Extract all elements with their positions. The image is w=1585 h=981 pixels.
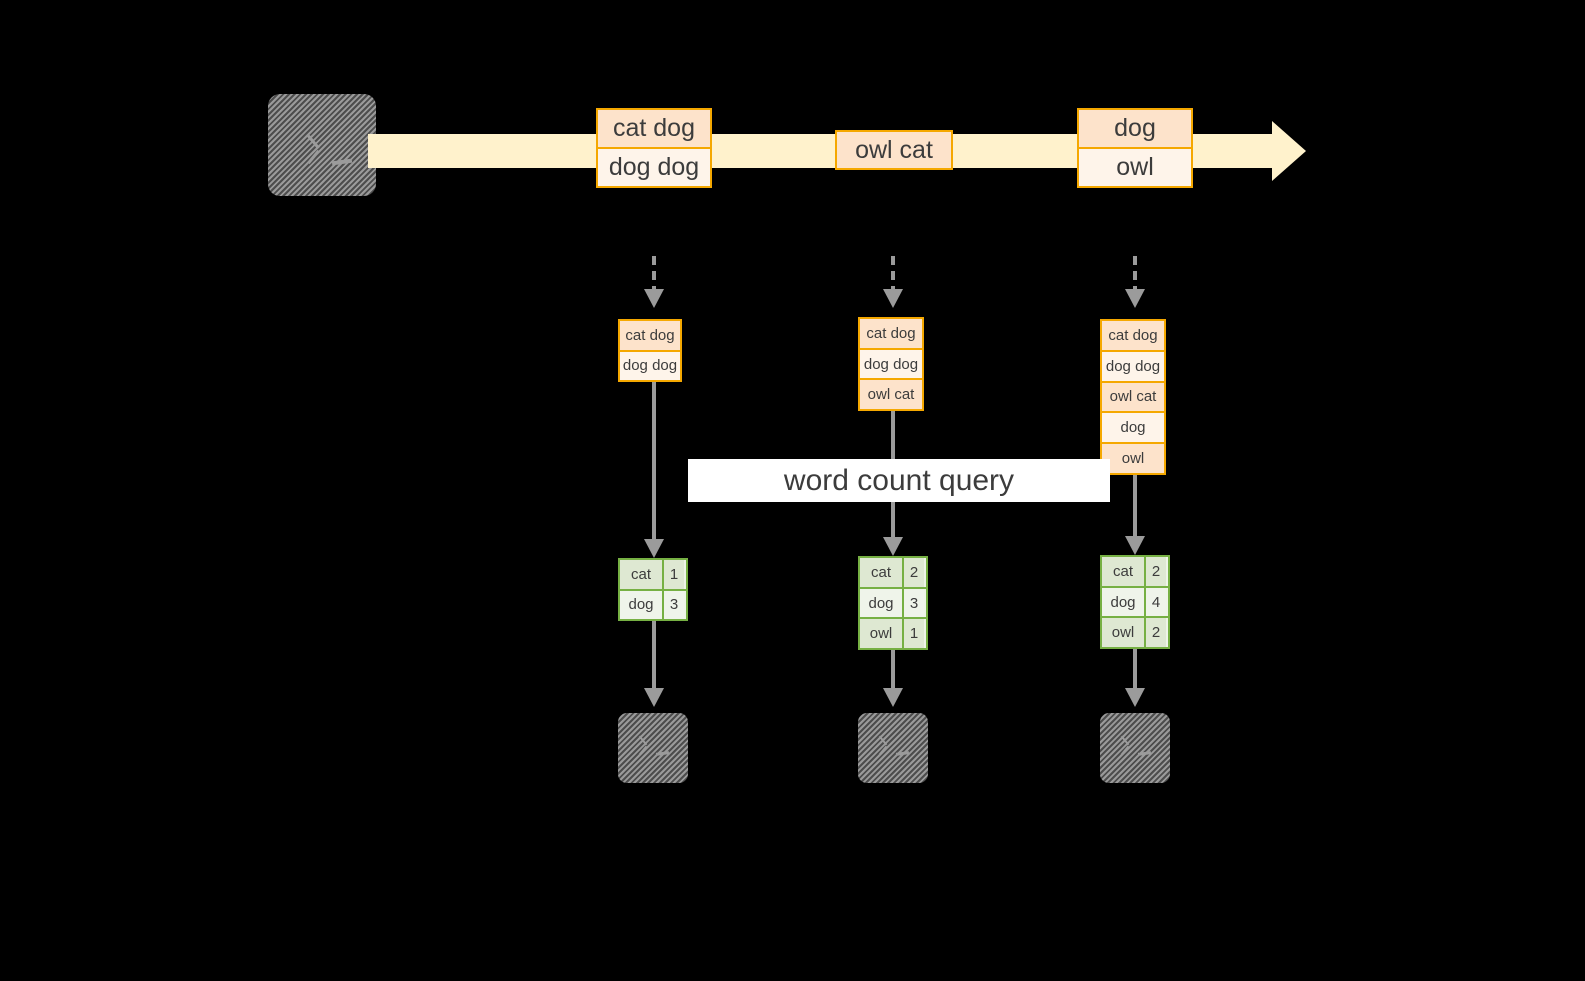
snapshot-1-result-table: cat 1 dog 3: [618, 558, 688, 621]
table-row: cat 1: [620, 560, 686, 589]
snapshot-3-sink-line: [1133, 649, 1137, 691]
snapshot-1-tap-arrowhead: [644, 289, 664, 308]
stream-batch-1-line-1: cat dog: [598, 110, 710, 147]
snapshot-2-input: cat dog dog dog owl cat: [858, 317, 924, 411]
stream-batch-1: cat dog dog dog: [596, 108, 712, 188]
snapshot-3-query-arrowhead: [1125, 536, 1145, 555]
table-row: owl 1: [860, 617, 926, 649]
snapshot-2-sink-arrowhead: [883, 688, 903, 707]
table-row: dog 3: [620, 588, 686, 619]
snapshot-2-result-table: cat 2 dog 3 owl 1: [858, 556, 928, 650]
stream-batch-1-line-2: dog dog: [598, 147, 710, 186]
snapshot-2-result-count-2: 3: [902, 588, 924, 618]
snapshot-2-result-word-1: cat: [860, 558, 902, 587]
snapshot-2-sink-terminal-icon: [858, 713, 928, 783]
snapshot-3-result-count-3: 2: [1144, 618, 1166, 648]
snapshot-3-result-count-1: 2: [1144, 557, 1166, 586]
snapshot-1-tap-line: [652, 256, 656, 290]
snapshot-1-sink-arrowhead: [644, 688, 664, 707]
snapshot-3-input-line-4: dog: [1102, 411, 1164, 443]
snapshot-2-result-word-3: owl: [860, 619, 902, 649]
snapshot-2-sink-line: [891, 650, 895, 691]
stream-batch-3-line-1: dog: [1079, 110, 1191, 147]
table-row: cat 2: [1102, 557, 1168, 586]
snapshot-3-tap-line: [1133, 256, 1137, 290]
table-row: dog 4: [1102, 585, 1168, 617]
snapshot-3-tap-arrowhead: [1125, 289, 1145, 308]
snapshot-3-result-word-1: cat: [1102, 557, 1144, 586]
snapshot-1-sink-terminal-icon: [618, 713, 688, 783]
query-label: word count query: [688, 459, 1110, 502]
snapshot-3-result-word-3: owl: [1102, 618, 1144, 648]
terminal-prompt-glyph: [865, 720, 921, 776]
snapshot-3-sink-terminal-icon: [1100, 713, 1170, 783]
snapshot-1-sink-line: [652, 621, 656, 691]
query-label-text: word count query: [783, 463, 1015, 497]
snapshot-2-query-arrowhead: [883, 537, 903, 556]
snapshot-1-result-word-2: dog: [620, 590, 662, 619]
snapshot-2-result-count-1: 2: [902, 558, 924, 587]
table-row: owl 2: [1102, 616, 1168, 648]
stream-batch-3-line-2: owl: [1079, 147, 1191, 186]
stream-arrow-head: [1272, 121, 1306, 181]
snapshot-3-input-line-5: owl: [1102, 442, 1164, 473]
snapshot-1-result-count-2: 3: [662, 590, 684, 619]
stream-batch-3: dog owl: [1077, 108, 1193, 188]
snapshot-3-input-line-2: dog dog: [1102, 349, 1164, 381]
stream-batch-2-line-1: owl cat: [837, 132, 951, 168]
snapshot-2-result-count-3: 1: [902, 619, 924, 649]
snapshot-3-input-line-3: owl cat: [1102, 380, 1164, 412]
snapshot-3-result-count-2: 4: [1144, 587, 1166, 617]
terminal-prompt-glyph: [278, 104, 366, 186]
terminal-prompt-glyph: [1107, 720, 1163, 776]
table-row: dog 3: [860, 586, 926, 618]
snapshot-2-result-word-2: dog: [860, 588, 902, 618]
snapshot-1-query-arrowhead: [644, 539, 664, 558]
snapshot-2-input-line-2: dog dog: [860, 347, 922, 379]
table-row: cat 2: [860, 558, 926, 587]
snapshot-1-result-word-1: cat: [620, 560, 662, 589]
snapshot-3-result-table: cat 2 dog 4 owl 2: [1100, 555, 1170, 649]
snapshot-2-input-line-3: owl cat: [860, 378, 922, 410]
snapshot-1-query-line: [652, 382, 656, 546]
snapshot-3-input: cat dog dog dog owl cat dog owl: [1100, 319, 1166, 475]
snapshot-3-input-line-1: cat dog: [1102, 321, 1164, 350]
source-terminal-icon: [268, 94, 376, 196]
snapshot-3-query-line: [1133, 475, 1137, 544]
snapshot-3-result-word-2: dog: [1102, 587, 1144, 617]
snapshot-2-input-line-1: cat dog: [860, 319, 922, 348]
terminal-prompt-glyph: [625, 720, 681, 776]
snapshot-1-result-count-1: 1: [662, 560, 684, 589]
snapshot-1-input-line-1: cat dog: [620, 321, 680, 350]
snapshot-2-tap-arrowhead: [883, 289, 903, 308]
snapshot-3-sink-arrowhead: [1125, 688, 1145, 707]
snapshot-1-input: cat dog dog dog: [618, 319, 682, 382]
snapshot-2-tap-line: [891, 256, 895, 290]
snapshot-1-input-line-2: dog dog: [620, 349, 680, 380]
stream-batch-2: owl cat: [835, 130, 953, 170]
